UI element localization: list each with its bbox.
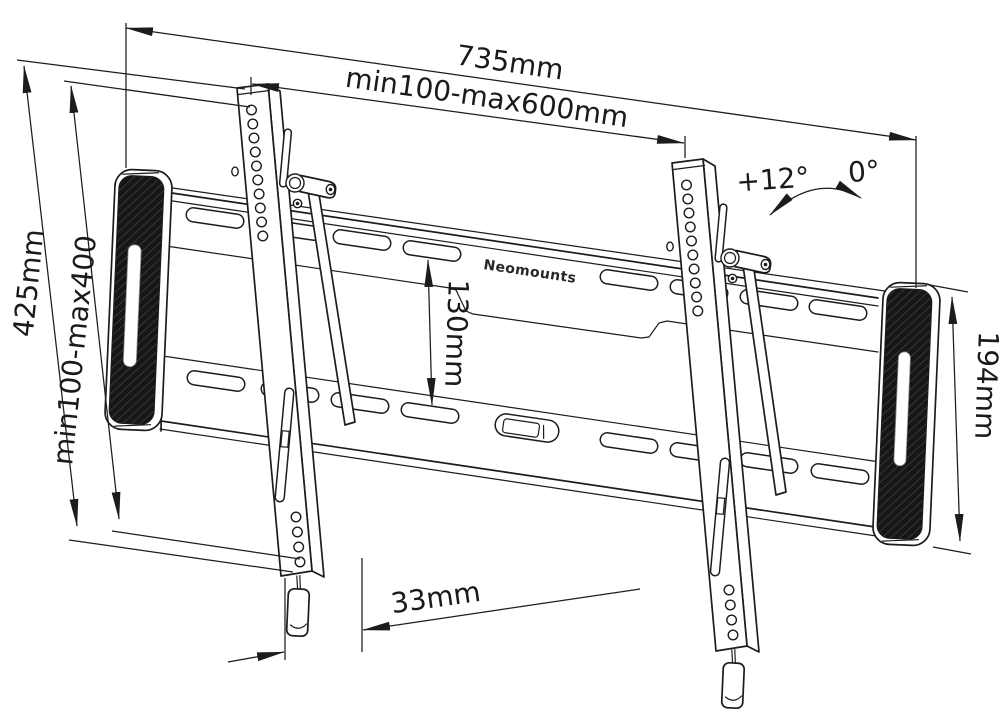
dimension-label-bottom-offset: 33mm [389, 575, 483, 620]
mounting-slot [402, 240, 462, 262]
left-release-handle[interactable] [285, 587, 311, 638]
left-tilt-knob-inner [288, 176, 302, 190]
bubble-level-vial [501, 418, 541, 438]
right-tilt-arm-pin [763, 262, 768, 267]
extension-line [63, 80, 251, 108]
left-endcap-pad [104, 168, 173, 432]
brand-logo: Neomounts [482, 257, 577, 287]
right-release-handle-groove [724, 695, 743, 701]
plate-center-contour [165, 245, 879, 353]
extension-line [929, 284, 969, 293]
right-bracket-top-fold [672, 164, 706, 171]
extension-line [932, 546, 972, 555]
mounting-slot [599, 432, 659, 454]
mounting-slot [185, 207, 245, 229]
right-bracket-latch [715, 497, 726, 515]
mounting-slot [808, 299, 868, 321]
left-bracket-latch [280, 430, 290, 448]
left-tilt-knob[interactable] [285, 173, 305, 193]
left-bracket-bottom-holes [290, 511, 306, 568]
mounting-slot [186, 370, 246, 392]
dimension-plate-height: 194mm [929, 284, 1000, 555]
right-bracket-adjust-slot [714, 203, 728, 263]
right-pivot-screw-center [730, 276, 735, 281]
right-bracket-bottom-holes [723, 584, 739, 641]
dimension-line [251, 83, 685, 144]
left-bracket-side-screw [231, 166, 239, 177]
tilt-max-label: +12° [735, 160, 810, 198]
right-endcap-chamfer [889, 285, 928, 288]
right-release-cord [734, 648, 737, 665]
dimension-label-vesa-height: min100-max400 [46, 234, 103, 467]
right-tilt-knob-inner [723, 251, 737, 265]
tilt-indicator: +12° 0° [735, 154, 881, 216]
leader-line [362, 588, 641, 631]
mounting-slot [400, 402, 460, 424]
dimension-overall-height: 425mm [6, 59, 294, 573]
tilt-arc-arrow [769, 180, 862, 216]
dimension-label-slot-spacing: 130mm [438, 279, 475, 388]
tilt-min-label: 0° [847, 154, 881, 189]
left-endcap-chamfer [113, 424, 152, 427]
right-endcap-pad [872, 281, 941, 547]
extension-line [16, 59, 246, 90]
mounting-slot [810, 463, 870, 485]
mounting-slot [332, 229, 392, 251]
right-vesa-bracket [666, 158, 772, 710]
right-bracket-holes [681, 179, 704, 317]
right-endcap-slot [893, 351, 911, 467]
right-release-handle[interactable] [720, 661, 746, 710]
bubble-level [494, 413, 560, 443]
left-vesa-bracket [231, 83, 337, 638]
right-tilt-knob[interactable] [720, 248, 740, 268]
right-bracket-lock-slot [709, 457, 731, 577]
dimension-label-plate-height: 194mm [968, 331, 1000, 440]
left-release-cord [296, 575, 299, 591]
dimension-line [22, 65, 79, 527]
left-release-cord [299, 574, 301, 591]
dimension-vesa-width: min100-max600mm [250, 61, 686, 158]
bubble-level-housing [494, 413, 560, 443]
dimension-slot-spacing: 130mm [424, 259, 475, 406]
dimension-line [424, 259, 436, 406]
dimension-line [227, 651, 285, 663]
dimension-line [69, 85, 121, 520]
right-bracket-side-screw [666, 241, 674, 252]
left-bracket-lock-slot [274, 387, 295, 503]
mounting-slot [739, 452, 799, 474]
right-endcap-chamfer [881, 539, 920, 542]
right-release-cord [731, 649, 734, 665]
mounting-slot [599, 269, 659, 291]
extension-line [68, 539, 294, 573]
bubble-level-mark [542, 424, 545, 440]
dimension-label-overall-height: 425mm [6, 228, 50, 339]
left-tilt-arm-pin [328, 187, 333, 192]
left-endcap-slot [122, 244, 142, 368]
dimension-line [948, 296, 964, 542]
left-release-handle-groove [289, 623, 308, 629]
left-pivot-screw-center [295, 201, 300, 206]
mounting-slot [330, 392, 390, 414]
left-endcap-chamfer [121, 172, 160, 175]
extension-line [111, 530, 301, 560]
